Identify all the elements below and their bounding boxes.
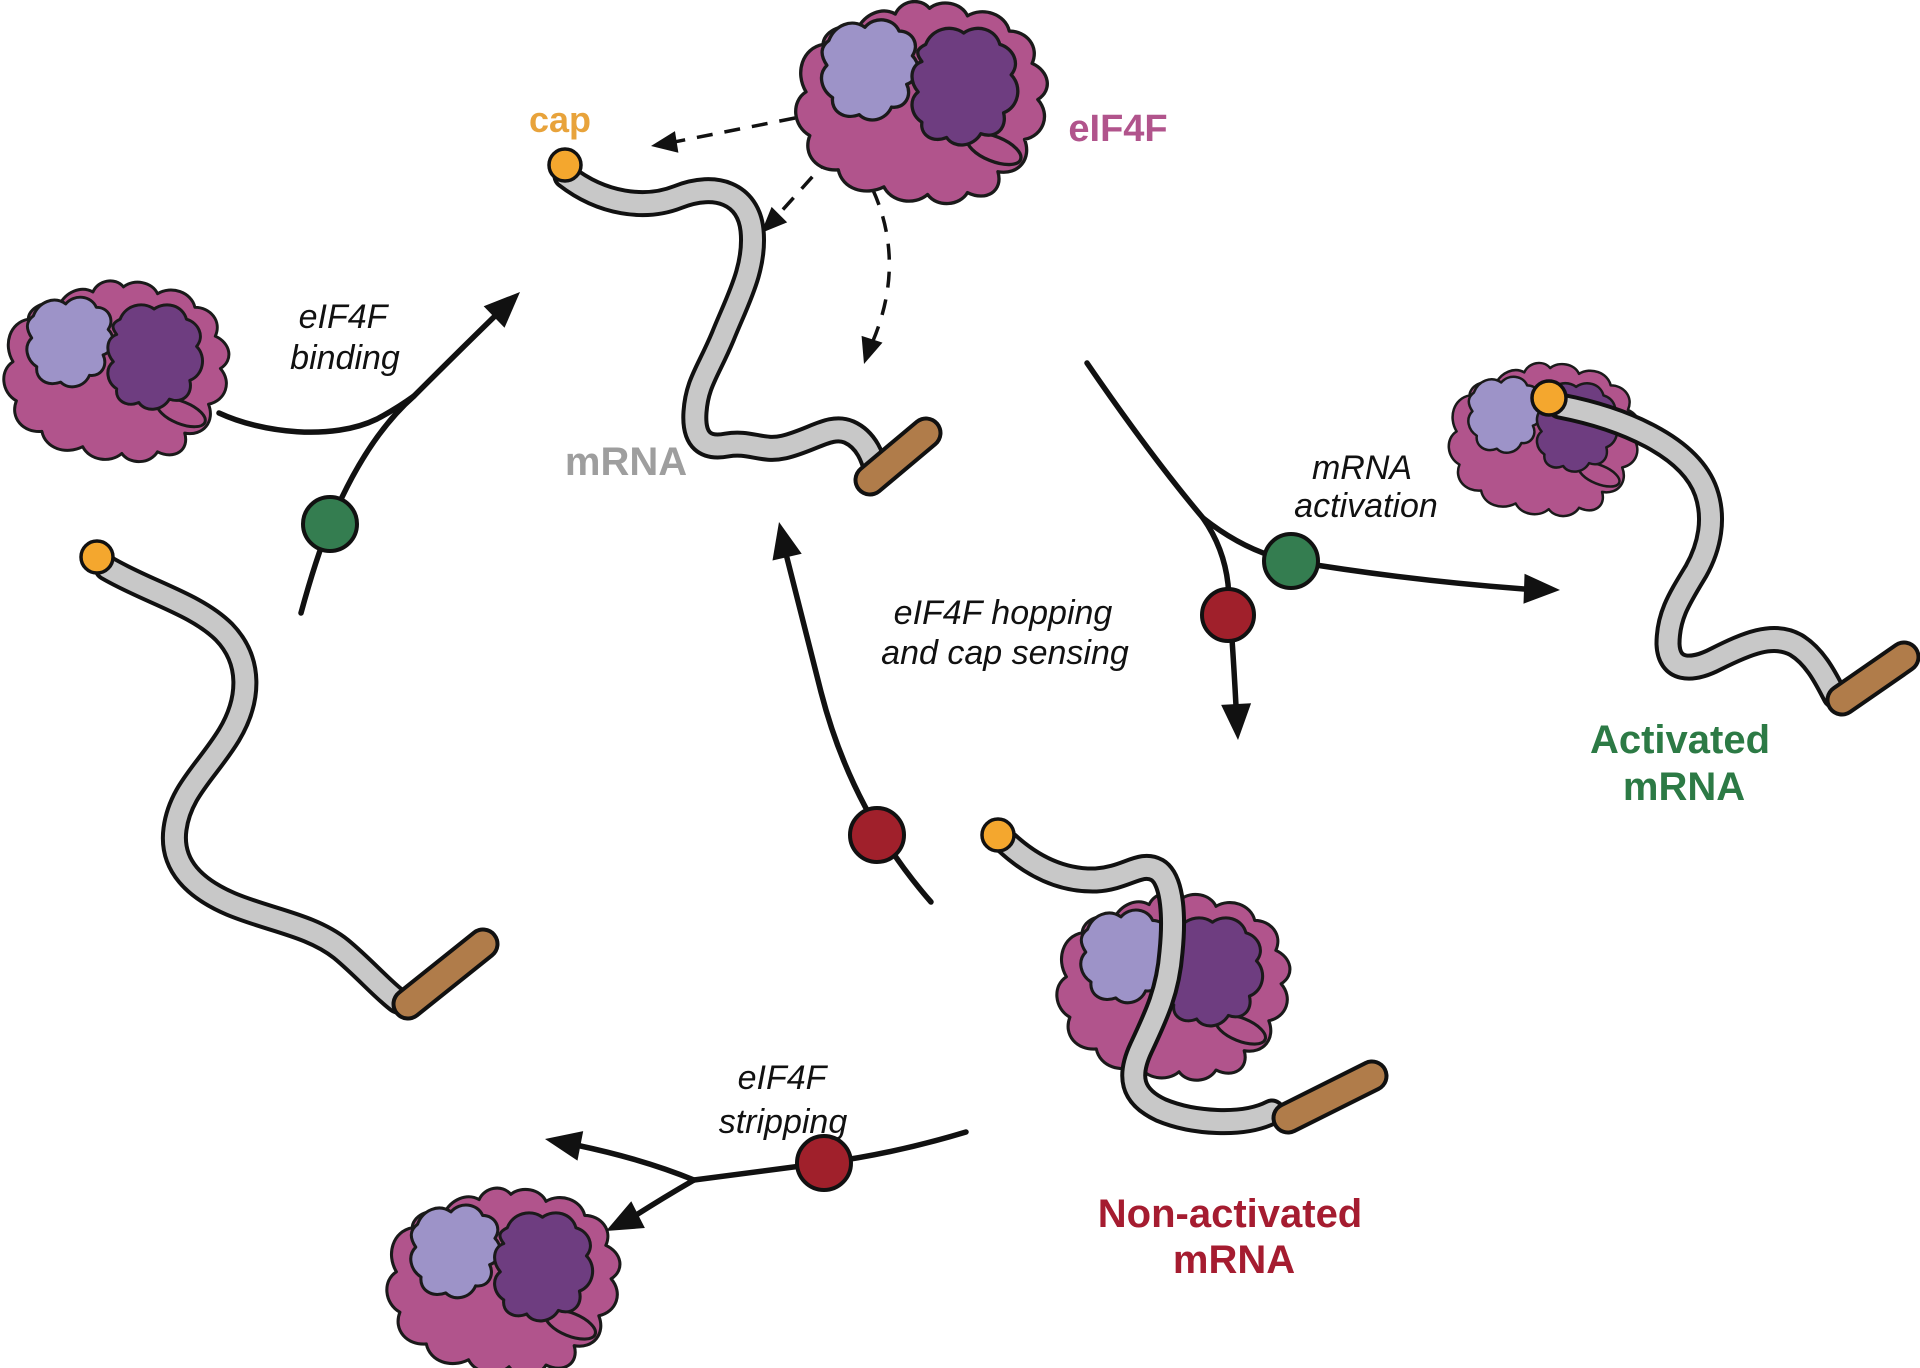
binding-arrow-branch — [216, 393, 417, 435]
eif4f-complex-stripped — [385, 1186, 622, 1368]
eif4f-complex-free-top — [794, 0, 1049, 206]
arrowhead-icon — [764, 518, 802, 561]
mrna-strand — [997, 833, 1282, 1132]
red-marker-icon — [795, 1134, 853, 1192]
mrna-strand — [556, 166, 886, 481]
activated-mrna-label-line2: mRNA — [1623, 765, 1745, 809]
dashed-arrowhead-icon — [853, 335, 883, 368]
mrna-brown-end-icon — [1275, 1063, 1385, 1131]
green-marker-icon — [1262, 532, 1320, 590]
mrna-strand-outline — [93, 554, 412, 1015]
mrna-strand — [1550, 396, 1845, 706]
activation-label-line2: activation — [1294, 487, 1438, 525]
dashed-arrowhead-icon — [649, 131, 679, 157]
arrowhead-icon — [1523, 573, 1561, 605]
mrna-strand — [97, 558, 408, 1011]
binding-label-line1: eIF4F — [299, 298, 390, 336]
activated-mrna-label-line1: Activated — [1590, 718, 1770, 762]
arrowhead-icon — [1221, 703, 1253, 741]
red-marker-icon — [848, 806, 906, 864]
green-marker-icon — [301, 495, 359, 553]
mrna-label: mRNA — [565, 440, 687, 484]
hopping-label-line1: eIF4F hopping — [894, 594, 1113, 632]
activation-arrow-right — [1200, 515, 1527, 592]
diagram-labels: cap eIF4F mRNA eIF4F binding mRNA activa… — [290, 99, 1770, 1282]
non-activated-mrna — [980, 817, 1389, 1136]
dashed-arrow-to-cap — [663, 116, 796, 146]
eif4f-complex-incoming-left — [2, 279, 231, 464]
mrna-brown-end-icon — [857, 420, 939, 493]
binding-label-line2: binding — [290, 339, 400, 377]
red-marker-icon — [1200, 587, 1256, 643]
mrna-brown-end-icon — [395, 931, 496, 1017]
activated-mrna — [1447, 361, 1920, 717]
hopping-arrow — [764, 518, 934, 905]
activation-fork-arrows — [1084, 360, 1561, 741]
binding-arrow-main — [298, 312, 499, 616]
eif4f-binding-arrow — [216, 281, 531, 616]
free-mrna-bottom-left — [79, 539, 500, 1021]
stripping-label-line1: eIF4F — [738, 1059, 829, 1097]
free-mrna-top — [547, 147, 943, 497]
cap-icon — [980, 817, 1016, 853]
cap-icon — [1530, 379, 1568, 417]
arrowhead-icon — [542, 1124, 584, 1161]
non-activated-mrna-label-line1: Non-activated — [1098, 1192, 1363, 1236]
hopping-label-line2: and cap sensing — [881, 634, 1129, 672]
dashed-arrow-to-body — [866, 189, 891, 353]
cap-icon — [547, 147, 583, 183]
activation-arrow-down — [1084, 360, 1239, 709]
eif4f-label: eIF4F — [1068, 108, 1167, 150]
mrna-brown-end-icon — [1829, 644, 1917, 713]
cap-icon — [79, 539, 115, 575]
non-activated-mrna-label-line2: mRNA — [1173, 1238, 1295, 1282]
stripping-arrow-upper — [573, 1142, 697, 1183]
activation-label-line1: mRNA — [1312, 449, 1412, 487]
cap-label: cap — [529, 99, 591, 140]
stripping-arrow-lower — [627, 1177, 697, 1222]
stripping-label-line2: stripping — [719, 1103, 848, 1141]
stripping-arrows — [542, 1124, 969, 1245]
